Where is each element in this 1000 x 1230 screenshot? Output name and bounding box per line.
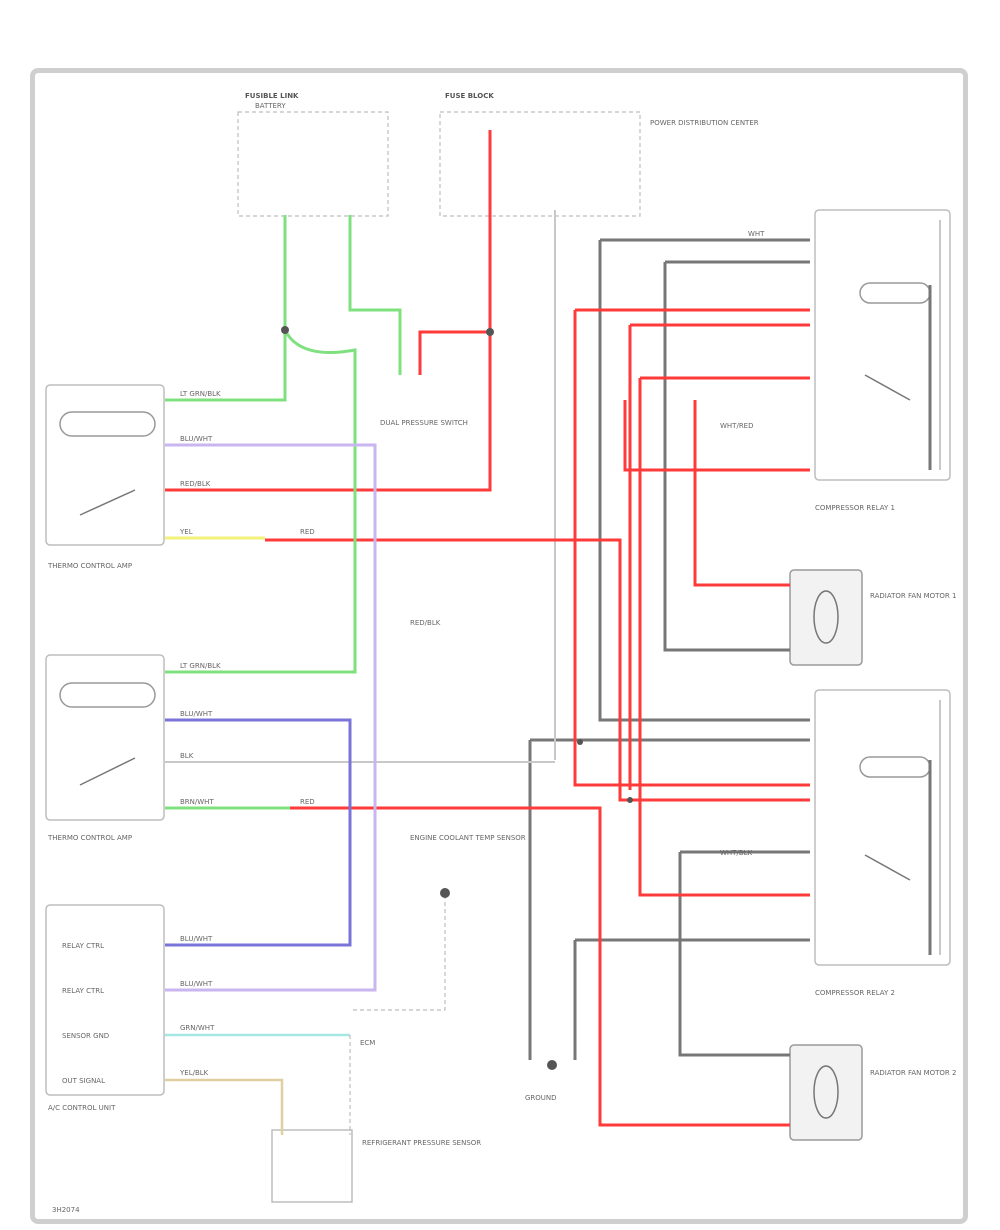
- label-ground: GROUND: [525, 1094, 557, 1102]
- relay-1-coil: [59, 411, 156, 437]
- wire-red-relay-5: [623, 400, 810, 472]
- wire-label-w-r: WHT/RED: [720, 422, 754, 430]
- relay-box-2: [45, 654, 165, 821]
- node-1: [281, 326, 289, 334]
- comp-relay-2-switch: [864, 854, 911, 881]
- footer-code: 3H2074: [52, 1206, 80, 1214]
- wire-gray-loop-1: [598, 238, 810, 722]
- control-unit-box: [45, 904, 165, 1096]
- wire-label-r-1: RED: [300, 528, 315, 536]
- comp-relay-1-switch: [864, 374, 911, 401]
- wire-violet-light: [165, 443, 377, 992]
- compressor-relay-2-box: [814, 689, 951, 966]
- relay-2-coil: [59, 682, 156, 708]
- label-thermo-control-1: THERMO CONTROL AMP: [47, 562, 132, 570]
- wire-ground-dashed: [349, 895, 446, 1135]
- wire-red-relay-1: [265, 538, 810, 802]
- label-comp-relay-1: COMPRESSOR RELAY 1: [815, 504, 895, 512]
- fuse-block-box: [439, 111, 641, 217]
- wire-gray-loop-2: [663, 260, 810, 652]
- ground-node-2: [547, 1060, 557, 1070]
- wire-label-bl-w-1: BLU/WHT: [180, 435, 213, 443]
- wire-label-w: WHT: [748, 230, 765, 238]
- node-2: [486, 328, 494, 336]
- wire-red-fan-1: [693, 400, 790, 587]
- fan-1-symbol: [813, 590, 839, 644]
- wire-label-r-b-1: RED/BLK: [180, 480, 211, 488]
- wire-label-bl-w-4: BLU/WHT: [180, 980, 213, 988]
- wire-label-g-w: GRN/WHT: [180, 1024, 215, 1032]
- wire-green-relay-2: [165, 329, 357, 674]
- wire-label-bl-w-2: BLU/WHT: [180, 710, 213, 718]
- label-thermo-control-2: THERMO CONTROL AMP: [47, 834, 132, 842]
- label-fan-1: RADIATOR FAN MOTOR 1: [870, 592, 956, 600]
- wire-red-relay-4: [638, 376, 810, 897]
- label-dual-pressure: DUAL PRESSURE SWITCH: [380, 419, 468, 427]
- wire-green-fusible: [283, 215, 402, 375]
- sensor-box: [271, 1129, 353, 1203]
- compressor-relay-1-box: [814, 209, 951, 481]
- wire-tan: [165, 1078, 284, 1135]
- wire-gray-ground: [528, 738, 810, 1060]
- wire-red-relay-3: [628, 323, 810, 790]
- wire-label-y: YEL: [179, 528, 193, 536]
- fan-motor-2: [789, 1044, 863, 1141]
- node-4: [627, 797, 633, 803]
- relay-2-switch: [79, 757, 136, 786]
- label-refrigerant-sensor: REFRIGERANT PRESSURE SENSOR: [362, 1139, 481, 1147]
- label-fan-2: RADIATOR FAN MOTOR 2: [870, 1069, 956, 1077]
- wire-red-fan-2: [290, 806, 790, 1127]
- wire-red-main: [165, 130, 492, 492]
- wire-violet-dark: [165, 718, 352, 947]
- wire-label-b: BLK: [180, 752, 194, 760]
- pin-sensor-gnd: SENSOR GND: [62, 1032, 109, 1040]
- label-fuse-block-note: POWER DISTRIBUTION CENTER: [650, 119, 759, 127]
- wire-red-relay-2: [573, 308, 810, 787]
- label-comp-relay-2: COMPRESSOR RELAY 2: [815, 989, 895, 997]
- pin-relay-ctrl-2: RELAY CTRL: [62, 987, 104, 995]
- wire-label-r-2: RED: [300, 798, 315, 806]
- comp-relay-2-coil: [859, 756, 931, 778]
- relay-box-1: [45, 384, 165, 546]
- label-ac-control: A/C CONTROL UNIT: [48, 1104, 116, 1112]
- pin-out-signal: OUT SIGNAL: [62, 1077, 105, 1085]
- wire-gray-loop-3: [678, 850, 810, 1057]
- fusible-link-box: [237, 111, 389, 217]
- diagram-frame: [30, 68, 968, 1224]
- wire-label-center: RED/BLK: [410, 619, 441, 627]
- label-battery: BATTERY: [255, 102, 286, 110]
- label-ecm: ECM: [360, 1039, 375, 1047]
- node-3: [577, 739, 583, 745]
- wire-red-dual: [418, 330, 490, 375]
- relay-1-switch: [79, 489, 136, 516]
- wire-label-lg-b-2: LT GRN/BLK: [180, 662, 221, 670]
- label-fuse-block: FUSE BLOCK: [445, 92, 494, 100]
- wire-green-relay-1: [165, 330, 287, 402]
- fan-motor-1: [789, 569, 863, 666]
- ground-node: [440, 888, 450, 898]
- wire-label-lg-b-1: LT GRN/BLK: [180, 390, 221, 398]
- wire-lightgray-fuse: [165, 210, 556, 763]
- label-coolant-sensor: ENGINE COOLANT TEMP SENSOR: [410, 834, 526, 842]
- comp-relay-1-coil: [859, 282, 931, 304]
- wire-label-w-b: WHT/BLK: [720, 849, 753, 857]
- wire-label-bl-w-3: BLU/WHT: [180, 935, 213, 943]
- label-fusible-link: FUSIBLE LINK: [245, 92, 299, 100]
- wire-label-br-w: BRN/WHT: [180, 798, 214, 806]
- fan-2-symbol: [813, 1065, 839, 1119]
- pin-relay-ctrl-1: RELAY CTRL: [62, 942, 104, 950]
- wire-label-y-b: YEL/BLK: [179, 1069, 209, 1077]
